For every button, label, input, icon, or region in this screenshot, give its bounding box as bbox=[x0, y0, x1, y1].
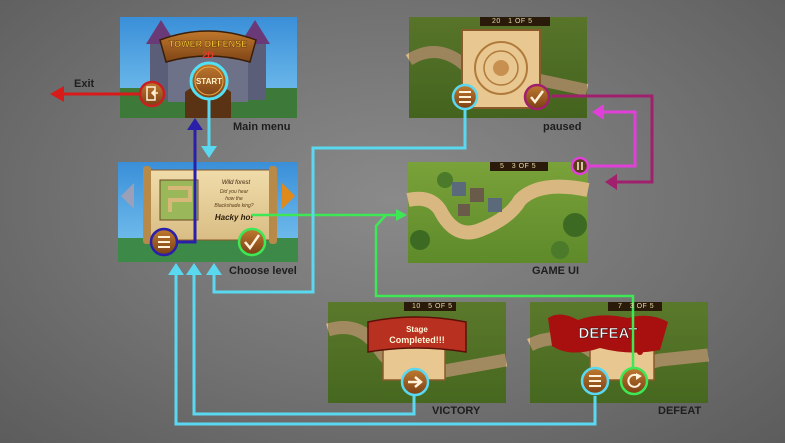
game-hud: 5 3 OF 5 bbox=[500, 163, 536, 172]
game-hud-count: 5 bbox=[500, 163, 504, 170]
scroll-text-4: Blackshade king? bbox=[214, 203, 253, 209]
defeat-restart-button[interactable] bbox=[621, 368, 647, 394]
paused-label: paused bbox=[543, 121, 582, 133]
game-to-paused-connector bbox=[590, 104, 635, 166]
defeat-hud-wave: 3 OF 5 bbox=[630, 303, 654, 310]
victory-banner-line2: Completed!!! bbox=[389, 335, 445, 345]
scroll-text-3: how the bbox=[225, 196, 243, 202]
exit-label: Exit bbox=[74, 78, 94, 90]
screen-game-ui bbox=[408, 162, 588, 263]
screen-choose-level: Wild forest Did you hear how the Blacksh… bbox=[118, 162, 298, 262]
start-label: START bbox=[196, 77, 222, 86]
victory-banner-line1: Stage bbox=[406, 325, 428, 334]
defeat-hud: 7 3 OF 5 bbox=[618, 303, 654, 312]
victory-next-button[interactable] bbox=[402, 369, 428, 395]
defeat-label: DEFEAT bbox=[658, 405, 701, 417]
victory-hud-wave: 5 OF 5 bbox=[428, 303, 452, 310]
defeat-hud-count: 7 bbox=[618, 303, 622, 310]
victory-hud-count: 10 bbox=[412, 303, 421, 310]
paused-hud: 20 1 OF 5 bbox=[492, 18, 533, 27]
paused-resume-button[interactable] bbox=[525, 85, 549, 109]
paused-menu-button[interactable] bbox=[453, 85, 477, 109]
logo-title: TOWER DEFENSE bbox=[169, 39, 247, 49]
exit-button[interactable] bbox=[140, 82, 164, 106]
victory-hud: 10 5 OF 5 bbox=[412, 303, 453, 312]
game-ui-label: GAME UI bbox=[532, 265, 579, 277]
scroll-text-2: Did you hear bbox=[220, 189, 249, 195]
paused-hud-wave: 1 OF 5 bbox=[508, 18, 532, 25]
main-menu-label: Main menu bbox=[233, 121, 290, 133]
scroll-text-1: Wild forest bbox=[222, 180, 251, 186]
defeat-banner: DEFEAT bbox=[579, 325, 638, 342]
game-pause-button[interactable] bbox=[572, 158, 588, 174]
victory-label: VICTORY bbox=[432, 405, 480, 417]
choose-level-confirm-button[interactable] bbox=[239, 229, 265, 255]
start-button[interactable]: START bbox=[191, 63, 227, 99]
game-hud-wave: 3 OF 5 bbox=[512, 163, 536, 170]
choose-level-label: Choose level bbox=[229, 265, 297, 277]
logo-subtitle: 2D bbox=[202, 50, 214, 60]
scroll-text-5: Hacky ho! bbox=[215, 213, 254, 222]
screen-paused bbox=[409, 17, 587, 118]
choose-level-menu-button[interactable] bbox=[151, 229, 177, 255]
defeat-menu-button[interactable] bbox=[582, 368, 608, 394]
screen-defeat: DEFEAT bbox=[530, 302, 708, 403]
paused-hud-count: 20 bbox=[492, 18, 501, 25]
